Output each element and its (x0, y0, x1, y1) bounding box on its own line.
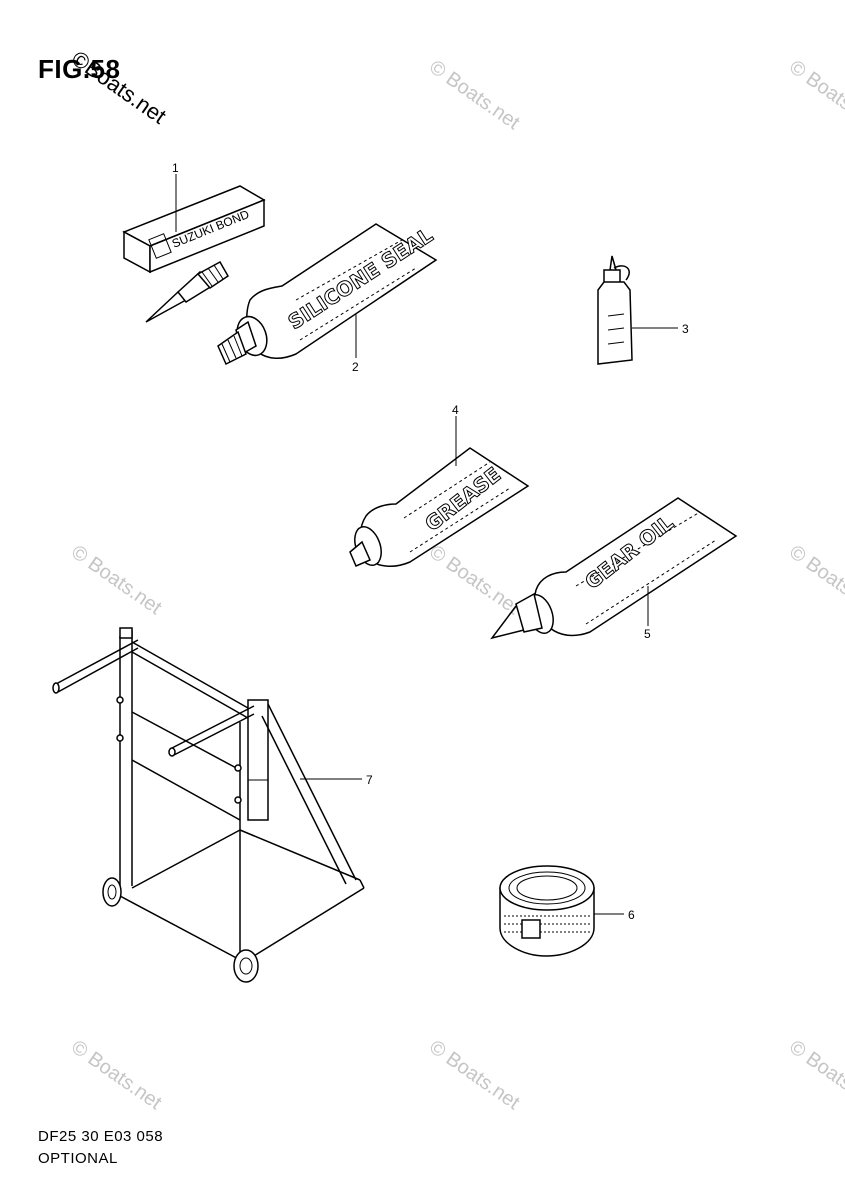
figure-label: OPTIONAL (38, 1150, 118, 1167)
callout-3: 3 (682, 322, 689, 336)
watermarks: © Boats.net © Boats.net © Boats.net © Bo… (67, 46, 845, 1115)
watermark-2: © Boats.net (785, 56, 845, 134)
watermark-1: © Boats.net (425, 56, 524, 134)
watermark-5: © Boats.net (785, 541, 845, 619)
part-4-grease: GREASE 4 (349, 403, 530, 567)
part-5-gear-oil: GEAR OIL 5 (490, 497, 738, 641)
part-7-motor-stand: 7 (52, 627, 373, 983)
part-2-silicone-seal: SILICONE SEAL 2 (217, 222, 438, 374)
callout-4: 4 (452, 403, 459, 417)
stand-wheel-left (102, 877, 122, 907)
callout-7: 7 (366, 773, 373, 787)
callout-6: 6 (628, 908, 635, 922)
watermark-7: © Boats.net (425, 1036, 524, 1114)
stand-wheel-right (233, 949, 259, 983)
part-3-oil-bottle: 3 (597, 255, 689, 365)
watermark-3: © Boats.net (67, 541, 166, 619)
watermark-4: © Boats.net (425, 541, 524, 619)
watermark-8: © Boats.net (785, 1036, 845, 1114)
figure-title: FIG.58 (38, 54, 121, 84)
callout-1: 1 (172, 161, 179, 175)
callout-5: 5 (644, 627, 651, 641)
figure-code: DF25 30 E03 058 (38, 1128, 164, 1145)
watermark-6: © Boats.net (67, 1036, 166, 1114)
part-1-bond: SUZUKI BOND 1 (122, 161, 266, 323)
part-6-grease-can: 6 (499, 865, 635, 957)
callout-2: 2 (352, 360, 359, 374)
